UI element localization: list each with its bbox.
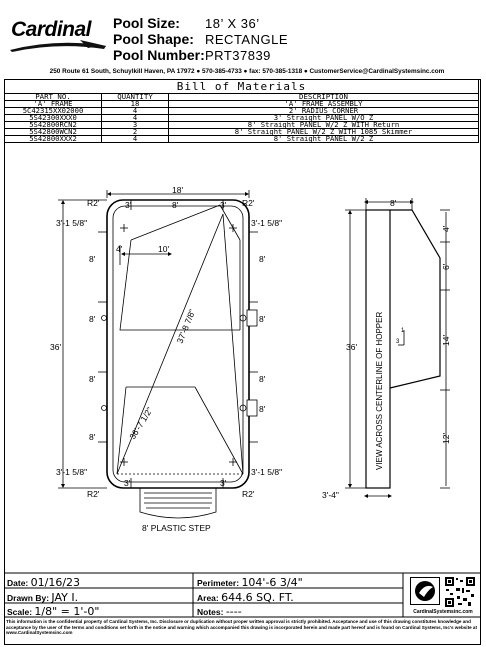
dim-left-top: 3'-1 5/8" [56,218,87,228]
dim-r2-tl: R2' [87,198,100,208]
side-run: 1 [401,328,405,334]
dim-r2-tr: R2' [242,198,255,208]
side-14: 14' [441,335,451,346]
dim-right-8-1: 8' [259,254,266,264]
notes-field: Notes: ---- [197,605,242,618]
dim-left-8-2: 8' [89,314,96,324]
cell: 8' Straight PANEL W/2 Z [168,135,479,143]
dim-left-36: 36' [50,342,61,352]
legal-disclaimer: This information is the confidential pro… [6,619,478,636]
qr-code-icon [444,576,476,608]
dim-seg-8a: 8' [172,200,179,210]
hopper-label: VIEW ACROSS CENTERLINE OF HOPPER [375,312,384,470]
area-value: 644.6 SQ. FT. [221,591,294,604]
dim-r2-bl: R2' [87,489,100,499]
dim-shallow-10: 10' [158,244,169,254]
logo-text: Cardinal [11,18,92,41]
pool-outline [106,199,250,489]
side-slope: 3 [396,339,400,345]
dim-bottom-3a: 3' [124,478,131,488]
bill-of-materials-table: Bill of Materials PART NO. QUANTITY DESC… [4,79,479,143]
dim-right-8-4: 8' [259,404,266,414]
notes-value: ---- [225,605,242,618]
dim-seg-3b: 3' [220,200,227,210]
logo-swoosh-icon [10,40,106,52]
side-6: 6' [441,263,451,270]
side-width: 8' [390,198,397,208]
dim-shallow-4: 4' [116,244,123,254]
pool-size-value: 18’ X 36’ [205,16,260,31]
return-fitting-icon [239,309,258,327]
dim-r2-br: R2' [242,489,255,499]
dim-left-8-4: 8' [89,432,96,442]
side-36: 36' [346,342,357,352]
hopper-profile [389,209,441,389]
dim-left-bot: 3'-1 5/8" [56,467,87,477]
pool-number-label: Pool Number: [113,47,205,63]
scale-value: 1/8" = 1'-0" [34,605,100,618]
area-field: Area: 644.6 SQ. FT. [197,591,294,604]
notes-label: Notes: [197,607,224,617]
company-address: 250 Route 61 South, Schuylkill Haven, PA… [49,68,445,75]
side-view-outline [365,209,391,489]
pool-inner-outline [112,205,244,483]
pool-number-value: PRT37839 [205,48,271,63]
diagonal-long [116,213,224,475]
pool-shape-value: RECTANGLE [205,32,288,47]
drawn-by-field: Drawn By: JAY I. [7,591,78,604]
brand-site: CardinalSystemsinc.com [413,609,473,615]
plastic-step-icon [139,488,217,519]
drawn-value: JAY I. [51,591,79,604]
date-field: Date: 01/16/23 [7,576,80,589]
drawn-label: Drawn By: [7,593,50,603]
side-4: 4' [441,225,451,232]
dim-right-bot: 3'-1 5/8" [251,467,282,477]
date-value: 01/16/23 [30,576,81,589]
area-label: Area: [197,593,219,603]
dim-right-8-3: 8' [259,374,266,384]
pool-size-label: Pool Size: [113,15,180,31]
dim-right-8-2: 8' [259,314,266,324]
dim-bottom-3b: 3' [220,478,227,488]
step-label: 8' PLASTIC STEP [142,523,211,533]
side-bottom: 3'-4" [322,490,339,500]
side-12: 12' [441,433,451,444]
perimeter-value: 104'-6 3/4" [241,576,303,589]
perimeter-label: Perimeter: [197,578,240,588]
cardinal-bird-icon [410,577,440,605]
dim-left-8-3: 8' [89,374,96,384]
dim-top-width: 18' [172,185,183,195]
cardinal-logo: Cardinal [8,18,108,52]
dim-seg-3a: 3' [125,200,132,210]
perimeter-field: Perimeter: 104'-6 3/4" [197,576,303,589]
scale-field: Scale: 1/8" = 1'-0" [7,605,99,618]
date-label: Date: [7,578,29,588]
pool-shape-label: Pool Shape: [113,31,194,47]
dim-left-8-1: 8' [89,254,96,264]
scale-label: Scale: [7,607,33,617]
dim-right-top: 3'-1 5/8" [251,218,282,228]
